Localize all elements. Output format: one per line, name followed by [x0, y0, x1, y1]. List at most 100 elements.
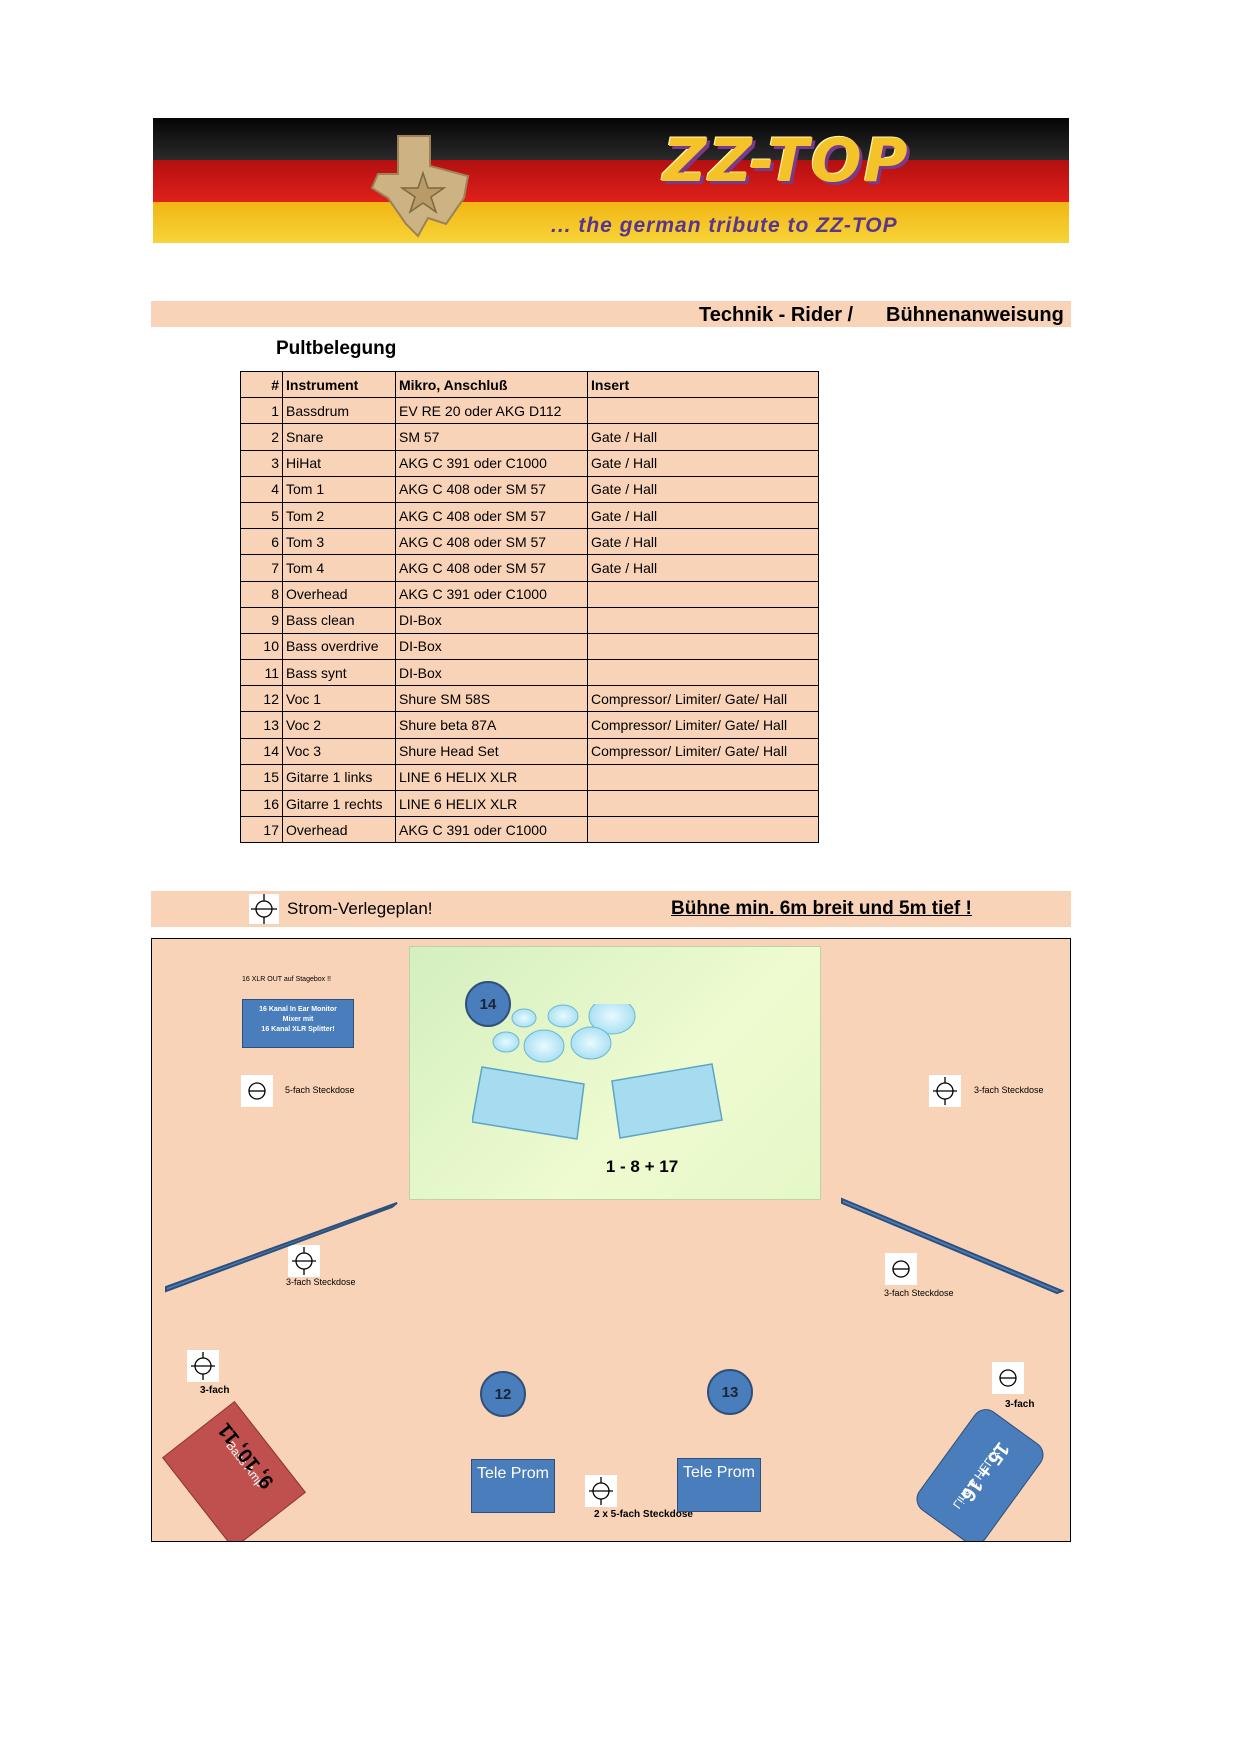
- drum-kit-icon: [492, 1004, 636, 1063]
- column-header: Mikro, Anschluß: [395, 370, 588, 399]
- flag-band-gold: [153, 202, 1069, 243]
- socket-label-3fach-bottom-left: 3-fach: [200, 1385, 230, 1396]
- socket-icon: [241, 1075, 273, 1107]
- socket-icon: [929, 1075, 961, 1107]
- table-cell: 8: [240, 580, 283, 608]
- socket-icon: [187, 1350, 219, 1382]
- flag-band-black: [153, 118, 1069, 160]
- table-cell: Tom 1: [282, 475, 396, 503]
- table-cell: DI-Box: [395, 632, 588, 661]
- socket-label-3fach-bottom-right: 3-fach: [1005, 1399, 1035, 1410]
- table-cell: AKG C 408 oder SM 57: [395, 528, 588, 556]
- table-cell: Gate / Hall: [587, 528, 819, 556]
- table-cell: 17: [240, 816, 283, 844]
- table-cell: [587, 606, 819, 634]
- table-cell: AKG C 408 oder SM 57: [395, 554, 588, 582]
- column-header: #: [240, 370, 283, 399]
- table-cell: 12: [240, 685, 283, 713]
- table-cell: Tom 3: [282, 528, 396, 556]
- table-cell: [587, 632, 819, 661]
- table-cell: 2: [240, 423, 283, 451]
- table-cell: AKG C 408 oder SM 57: [395, 475, 588, 503]
- socket-icon: [992, 1362, 1024, 1394]
- monitor-13: 13: [707, 1369, 753, 1415]
- drum-channels-label: 1 - 8 + 17: [605, 1157, 679, 1176]
- table-cell: 11: [240, 659, 283, 687]
- section-title-pultbelegung: Pultbelegung: [276, 338, 397, 359]
- table-cell: 5: [240, 501, 283, 530]
- table-cell: [587, 397, 819, 425]
- texas-star-icon: [370, 135, 470, 238]
- table-cell: LINE 6 HELIX XLR: [395, 763, 588, 792]
- table-cell: Snare: [282, 423, 396, 451]
- socket-icon: [585, 1475, 617, 1507]
- teleprompter-right: Tele Prom: [677, 1458, 761, 1512]
- header-banner: ZZ-TOP ... the german tribute to ZZ-TOP: [153, 118, 1069, 243]
- table-cell: 4: [240, 475, 283, 503]
- table-cell: Overhead: [282, 580, 396, 608]
- table-cell: HiHat: [282, 449, 396, 477]
- table-cell: LINE 6 HELIX XLR: [395, 789, 588, 818]
- monitor-14: 14: [465, 981, 511, 1027]
- table-cell: Compressor/ Limiter/ Gate/ Hall: [587, 711, 819, 739]
- table-header-row: # Instrument Mikro, Anschluß Insert: [240, 370, 819, 399]
- drum-riser-pads: [472, 1063, 723, 1140]
- stage-plan: 1 - 8 + 17 14 16 XLR OUT auf Stagebox !!…: [151, 938, 1071, 1542]
- table-cell: Overhead: [282, 816, 396, 844]
- table-cell: [587, 763, 819, 792]
- table-cell: Gate / Hall: [587, 423, 819, 451]
- table-cell: 9: [240, 606, 283, 634]
- table-cell: Gitarre 1 rechts: [282, 789, 396, 818]
- column-header: Instrument: [282, 370, 396, 399]
- table-cell: Bassdrum: [282, 397, 396, 425]
- table-cell: 3: [240, 449, 283, 477]
- table-cell: Shure SM 58S: [395, 685, 588, 713]
- table-cell: Voc 3: [282, 737, 396, 765]
- table-cell: DI-Box: [395, 606, 588, 634]
- mixer-line-1: 16 Kanal In Ear Monitor: [259, 1006, 337, 1013]
- mixer-line-3: 16 Kanal XLR Splitter!: [261, 1026, 335, 1033]
- table-cell: AKG C 391 oder C1000: [395, 580, 588, 608]
- rider-title-left: Technik - Rider /: [699, 304, 854, 326]
- table-cell: Bass clean: [282, 606, 396, 634]
- table-cell: SM 57: [395, 423, 588, 451]
- table-cell: DI-Box: [395, 659, 588, 687]
- table-cell: Voc 2: [282, 711, 396, 739]
- rider-title-strip: Technik - Rider / Bühnenanweisung: [151, 301, 1071, 327]
- table-cell: Compressor/ Limiter/ Gate/ Hall: [587, 685, 819, 713]
- stage-size-note: Bühne min. 6m breit und 5m tief !: [671, 898, 972, 919]
- socket-label-5fach-left: 5-fach Steckdose: [285, 1085, 355, 1095]
- table-cell: 14: [240, 737, 283, 765]
- mixer-line-2: Mixer mit: [282, 1016, 314, 1023]
- table-cell: [587, 816, 819, 844]
- band-logo: ZZ-TOP: [663, 126, 910, 196]
- socket-label-3fach-mid-right: 3-fach Steckdose: [884, 1288, 954, 1298]
- table-cell: Compressor/ Limiter/ Gate/ Hall: [587, 737, 819, 765]
- socket-icon: [885, 1253, 917, 1285]
- table-cell: EV RE 20 oder AKG D112: [395, 397, 588, 425]
- socket-label-3fach-right: 3-fach Steckdose: [974, 1085, 1044, 1095]
- table-cell: AKG C 391 oder C1000: [395, 449, 588, 477]
- side-wedges: [165, 1197, 1065, 1295]
- table-cell: Shure beta 87A: [395, 711, 588, 739]
- banner-tagline: ... the german tribute to ZZ-TOP: [551, 214, 898, 237]
- table-cell: Tom 4: [282, 554, 396, 582]
- table-cell: Bass overdrive: [282, 632, 396, 661]
- flag-band-red: [153, 160, 1069, 202]
- in-ear-mixer: 16 Kanal In Ear Monitor Mixer mit 16 Kan…: [242, 999, 354, 1048]
- table-cell: Gate / Hall: [587, 554, 819, 582]
